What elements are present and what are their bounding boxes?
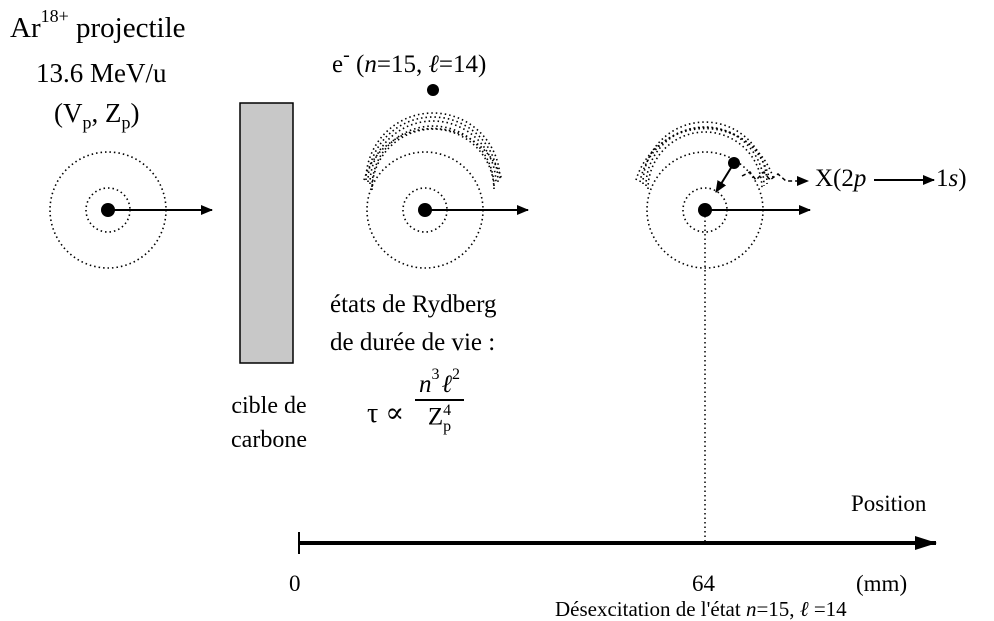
electron-label: e- (n=15, ℓ=14) <box>332 43 487 78</box>
axis-tick-64: 64 <box>692 571 715 596</box>
projectile-title: Ar18+ projectile <box>10 6 186 44</box>
axis-unit: (mm) <box>856 571 908 596</box>
position-axis <box>298 532 937 554</box>
formula-numerator: n3 ℓ2 <box>415 366 465 401</box>
axis-label: Position <box>851 491 927 516</box>
xray-label-right: 1s) <box>936 165 967 192</box>
xray-photon <box>741 170 809 186</box>
formula-tau: τ ∝ <box>367 398 405 429</box>
axis-tick-0: 0 <box>289 571 301 596</box>
projectile-params: (Vp, Zp) <box>54 98 140 133</box>
rydberg-ion <box>363 84 529 269</box>
rydberg-electron <box>427 84 439 96</box>
caption: Désexcitation de l'état n=15, ℓ =14 <box>555 597 847 621</box>
xray-label-left: X(2p <box>815 165 867 192</box>
projectile-ion <box>49 151 213 269</box>
projectile-energy: 13.6 MeV/u <box>36 58 167 88</box>
rydberg-line2: de durée de vie : <box>330 329 496 356</box>
target-label-line2: carbone <box>231 427 307 453</box>
carbon-target <box>239 102 294 364</box>
rydberg-line1: états de Rydberg <box>330 291 497 318</box>
target-label-line1: cible de <box>231 393 307 419</box>
decaying-ion <box>635 121 811 543</box>
